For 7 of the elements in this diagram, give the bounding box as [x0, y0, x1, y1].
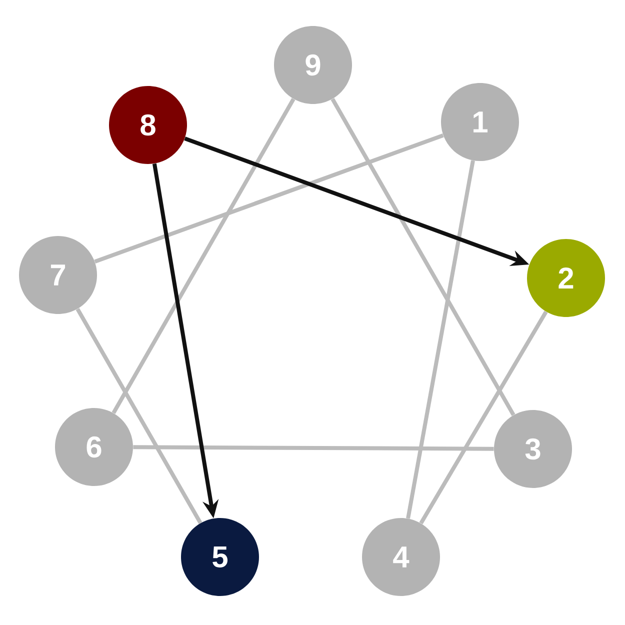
connector-line [76, 308, 202, 524]
connector-line [406, 160, 475, 519]
connector-line [419, 310, 548, 524]
connector-line [94, 133, 444, 264]
connector-line [133, 445, 494, 451]
connector-line [330, 98, 516, 416]
connector-line [112, 98, 296, 414]
